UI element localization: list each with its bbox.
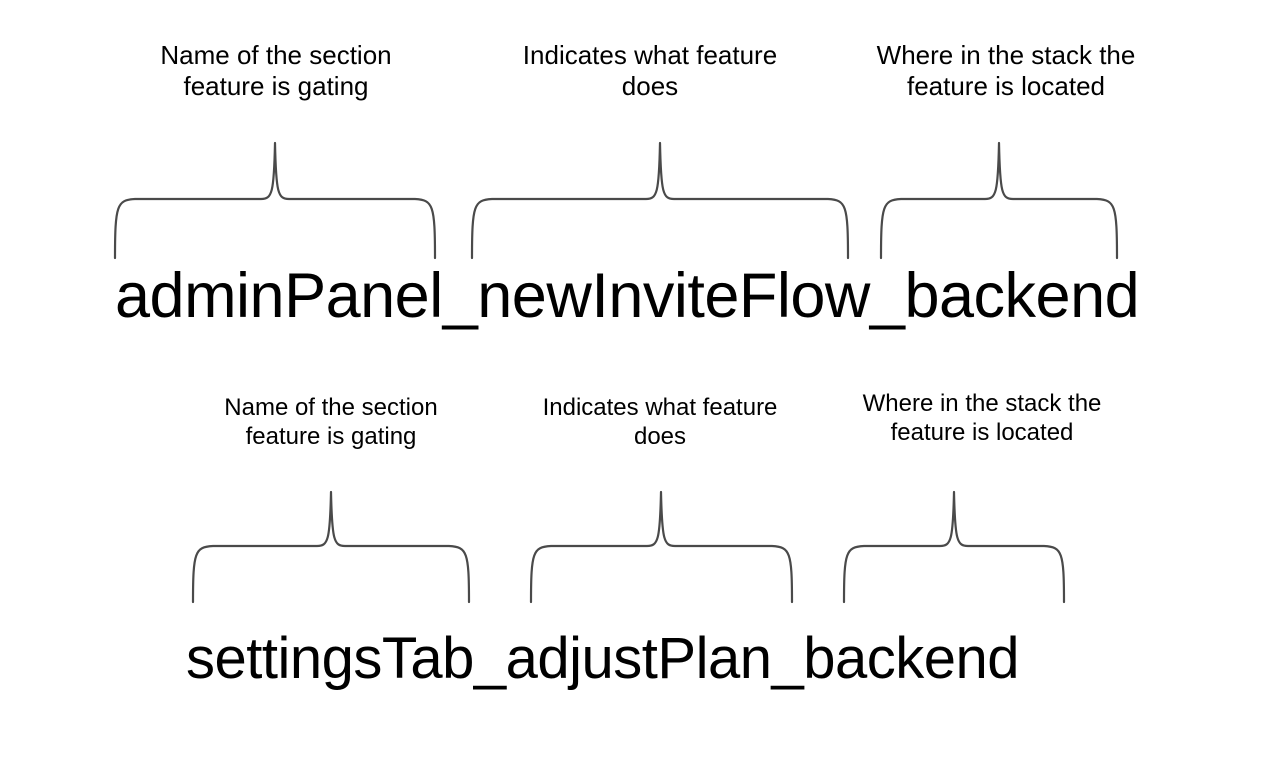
curly-brace-icon-feature-action-row1 xyxy=(470,143,850,258)
annotation-caption-stack-location-row2: Where in the stack the feature is locate… xyxy=(862,390,1102,446)
feature-flag-string-row2: settingsTab_adjustPlan_backend xyxy=(186,626,1020,691)
annotation-caption-feature-action-row2: Indicates what feature does xyxy=(542,394,778,450)
curly-brace-icon-section-name-row2 xyxy=(191,492,471,602)
annotation-caption-section-name-row1: Name of the section feature is gating xyxy=(160,40,392,102)
curly-brace-icon-stack-location-row2 xyxy=(842,492,1066,602)
feature-flag-string-row1: adminPanel_newInviteFlow_backend xyxy=(115,261,1140,331)
curly-brace-icon-section-name-row1 xyxy=(113,143,437,258)
curly-brace-icon-feature-action-row2 xyxy=(529,492,794,602)
curly-brace-icon-stack-location-row1 xyxy=(879,143,1119,258)
annotation-caption-feature-action-row1: Indicates what feature does xyxy=(522,40,778,102)
annotation-caption-stack-location-row1: Where in the stack the feature is locate… xyxy=(876,40,1136,102)
annotation-caption-section-name-row2: Name of the section feature is gating xyxy=(224,394,438,450)
